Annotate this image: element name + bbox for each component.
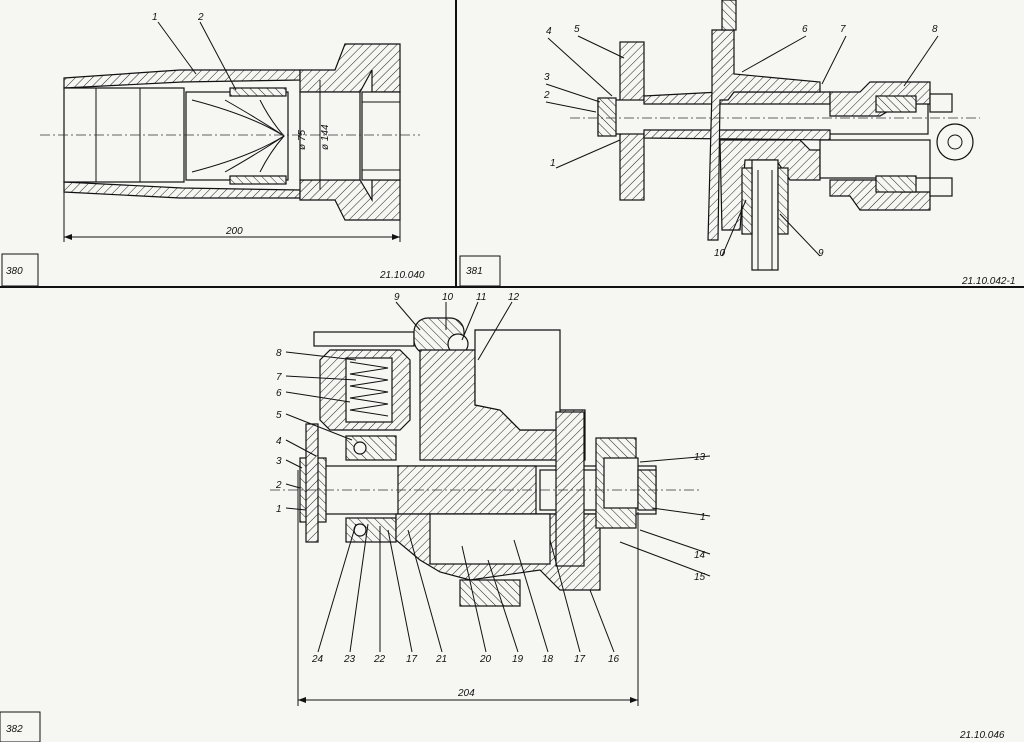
- callout-382-13: 13: [694, 452, 706, 463]
- figure-number-381: 381: [466, 266, 483, 277]
- callout-381-5: 5: [574, 24, 580, 35]
- callout-381-10: 10: [714, 248, 726, 259]
- callout-382-18: 18: [542, 654, 554, 665]
- callout-382-2: 2: [275, 480, 282, 491]
- callout-382-3: 3: [276, 456, 282, 467]
- figure-code-380: 21.10.040: [379, 270, 425, 281]
- callout-382-7: 7: [276, 372, 282, 383]
- callout-381-7: 7: [840, 24, 846, 35]
- callout-381-6: 6: [802, 24, 808, 35]
- callout-382-12: 12: [508, 292, 520, 303]
- callout-382-20: 20: [479, 654, 492, 665]
- callout-382-15: 15: [694, 572, 706, 583]
- callout-382-1: 1: [276, 504, 282, 515]
- callout-382-21: 21: [435, 654, 447, 665]
- callout-382-16: 16: [608, 654, 620, 665]
- callout-382-24: 24: [311, 654, 324, 665]
- dimension-380-d75: ø 75: [297, 130, 308, 150]
- dimension-380-length: 200: [225, 226, 243, 237]
- figure-380: [40, 21, 420, 242]
- callout-382-9: 9: [394, 292, 400, 303]
- callout-382-19: 19: [512, 654, 524, 665]
- figure-382: [270, 301, 711, 706]
- callout-382-4: 4: [276, 436, 282, 447]
- callout-381-9: 9: [818, 248, 824, 259]
- figure-number-382: 382: [6, 724, 23, 735]
- callout-382-14: 14: [694, 550, 706, 561]
- callout-380-1: 1: [152, 12, 158, 23]
- callout-382-17a: 17: [406, 654, 418, 665]
- callout-382-17b: 17: [574, 654, 586, 665]
- callout-381-3: 3: [544, 72, 550, 83]
- callout-382-6: 6: [276, 388, 282, 399]
- callout-381-8: 8: [932, 24, 938, 35]
- callout-381-1: 1: [550, 158, 556, 169]
- callout-382-5: 5: [276, 410, 282, 421]
- figure-code-382: 21.10.046: [959, 730, 1005, 741]
- callout-382-22: 22: [373, 654, 386, 665]
- callout-382-10: 10: [442, 292, 454, 303]
- callout-381-4: 4: [546, 26, 552, 37]
- dimension-380-d144: ø 144: [320, 124, 331, 150]
- figure-381: [545, 0, 980, 271]
- callout-382-11: 11: [476, 292, 486, 303]
- callout-382-1r: 1: [700, 512, 706, 523]
- figure-number-380: 380: [6, 266, 23, 277]
- callout-382-23: 23: [343, 654, 356, 665]
- callout-380-2: 2: [197, 12, 204, 23]
- callout-381-2: 2: [543, 90, 550, 101]
- dimension-382: 204: [457, 688, 475, 699]
- figure-code-381: 21.10.042-1: [961, 276, 1015, 287]
- callout-382-8: 8: [276, 348, 282, 359]
